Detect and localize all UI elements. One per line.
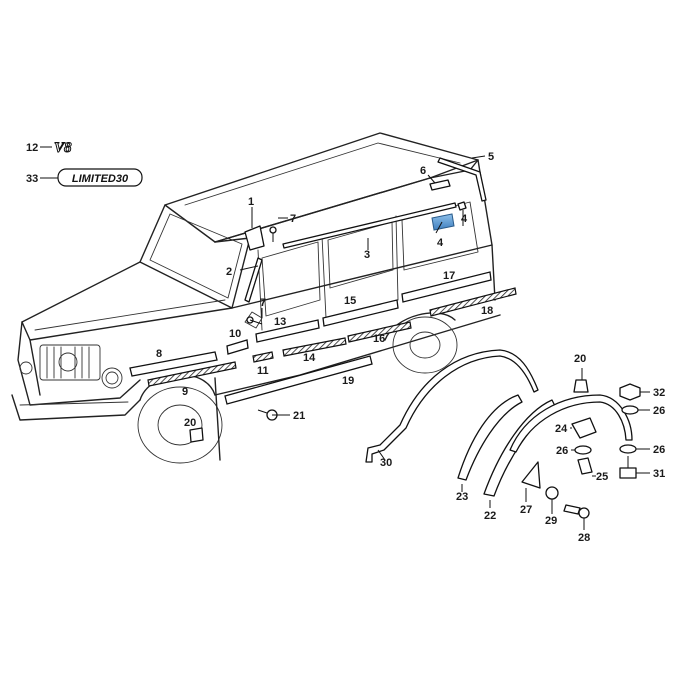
callout-2: 2 (226, 266, 232, 278)
callout-3: 3 (364, 249, 370, 261)
part-26-washer-top[interactable] (621, 405, 639, 415)
part-16-rear-lower-strip[interactable] (347, 321, 412, 343)
part-17-quarter-strip[interactable] (401, 271, 492, 303)
callout-32: 32 (653, 387, 665, 399)
part-26-washer-mid[interactable] (574, 445, 592, 455)
part-4-end-clip[interactable] (457, 201, 467, 211)
callout-19: 19 (342, 375, 354, 387)
callout-12: 12 (26, 142, 38, 154)
callout-20-flare: 20 (574, 353, 586, 365)
part-11-short-strip[interactable] (252, 351, 274, 363)
callout-20-front: 20 (184, 417, 196, 429)
callout-17: 17 (443, 270, 455, 282)
leader-lines (40, 146, 650, 530)
callout-16: 16 (373, 333, 385, 345)
part-2-pillar-trim[interactable] (244, 257, 263, 303)
callout-25: 25 (596, 471, 608, 483)
part-30-front-flare[interactable] (365, 349, 539, 463)
part-22-arch-extension[interactable] (483, 399, 557, 497)
callout-18: 18 (481, 305, 493, 317)
callout-21: 21 (293, 410, 305, 422)
part-26-washer-right[interactable] (619, 444, 637, 454)
part-4-highlight-piece[interactable] (431, 213, 455, 231)
callout-23: 23 (456, 491, 468, 503)
callout-4-lower: 4 (437, 237, 444, 249)
callout-labels: 12 33 1 7 2 3 4 4 5 6 7 8 9 10 11 13 14 … (26, 142, 665, 544)
part-20-clip-flare[interactable] (573, 379, 589, 393)
callout-6: 6 (420, 165, 426, 177)
part-23-arch-panel[interactable] (457, 394, 523, 481)
part-7-screw-lower[interactable] (246, 316, 263, 325)
callout-11: 11 (257, 365, 269, 377)
svg-text:V8: V8 (54, 140, 72, 156)
callout-29: 29 (545, 515, 557, 527)
part-14-door-lower-strip[interactable] (282, 337, 347, 357)
callout-14: 14 (303, 352, 316, 364)
svg-text:LIMITED30: LIMITED30 (72, 173, 129, 185)
callout-8: 8 (156, 348, 162, 360)
callout-30: 30 (380, 457, 392, 469)
part-31-bolt[interactable] (619, 456, 637, 479)
callout-26-right: 26 (653, 444, 665, 456)
callout-24: 24 (555, 423, 568, 435)
part-24-bracket[interactable] (571, 417, 597, 439)
part-rear-flare-main[interactable] (509, 394, 633, 453)
callout-33: 33 (26, 173, 38, 185)
callout-1: 1 (248, 196, 254, 208)
part-1-cover[interactable] (244, 225, 265, 251)
part-8-fender-strip[interactable] (129, 351, 218, 377)
callout-28: 28 (578, 532, 590, 544)
part-6-roof-marker[interactable] (429, 179, 451, 191)
v8-badge: V8 (54, 140, 73, 157)
part-10-door-strip[interactable] (226, 339, 249, 355)
callout-13: 13 (274, 316, 286, 328)
part-25-nut[interactable] (577, 457, 593, 475)
part-32-hex-nut[interactable] (619, 383, 641, 401)
callout-26-top: 26 (653, 405, 665, 417)
callout-26-mid: 26 (556, 445, 568, 457)
callout-7-lower: 7 (260, 297, 266, 309)
part-27-bracket[interactable] (521, 461, 541, 489)
part-20-clip-front[interactable] (189, 427, 204, 443)
part-5-rear-rail[interactable] (437, 157, 487, 202)
part-13-front-door-strip[interactable] (255, 319, 320, 343)
part-3-roof-rail[interactable] (282, 202, 457, 249)
limited-badge: LIMITED30 (57, 168, 143, 187)
part-29-bushing[interactable] (545, 486, 559, 500)
part-7-screw-upper[interactable] (269, 226, 277, 242)
callout-9: 9 (182, 386, 188, 398)
callout-27: 27 (520, 504, 532, 516)
part-18-quarter-lower-strip[interactable] (429, 287, 517, 317)
callout-22: 22 (484, 510, 496, 522)
callout-15: 15 (344, 295, 356, 307)
callout-10: 10 (229, 328, 241, 340)
part-15-rear-door-strip[interactable] (322, 299, 399, 327)
callout-7-upper: 7 (290, 213, 296, 225)
callout-5: 5 (488, 151, 494, 163)
part-28-push-clip[interactable] (563, 504, 590, 519)
callout-31: 31 (653, 468, 665, 480)
callout-4-upper: 4 (461, 213, 468, 225)
part-9-lower-strip[interactable] (147, 361, 237, 387)
part-19-rocker-strip[interactable] (224, 355, 373, 405)
